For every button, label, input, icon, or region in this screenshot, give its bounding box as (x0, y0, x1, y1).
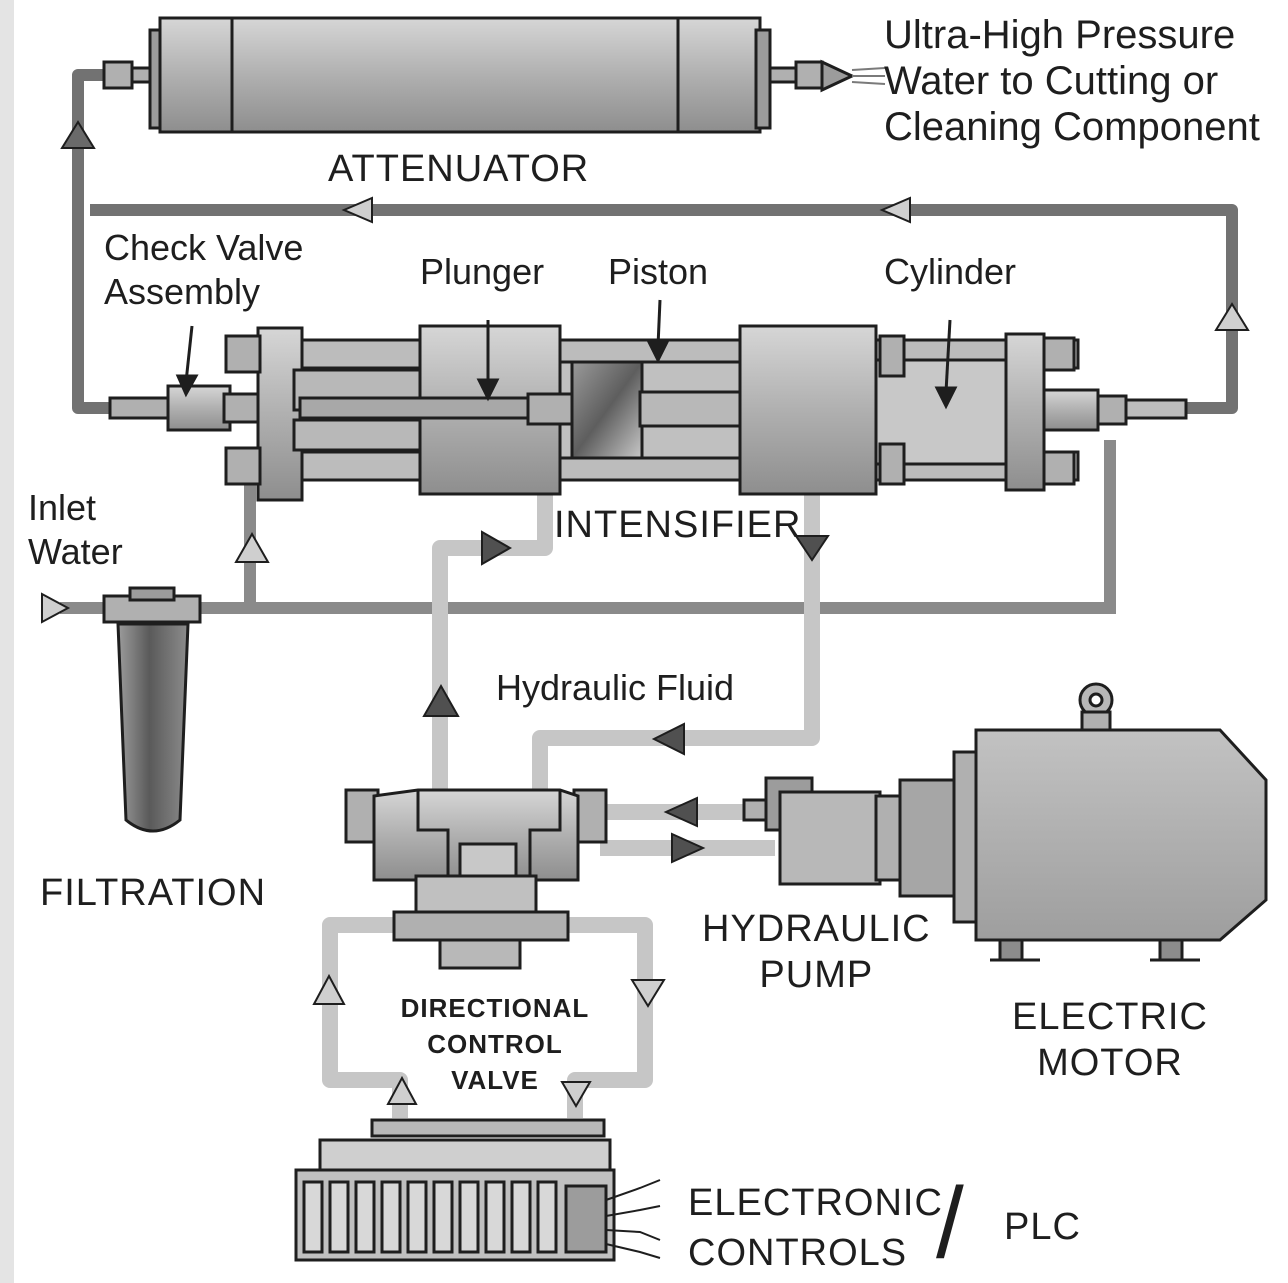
electric-motor-label-line: ELECTRIC (1012, 996, 1208, 1038)
center-block (738, 324, 878, 496)
plunger-label: Plunger (420, 251, 545, 292)
check-valve-label-line: Check Valve (104, 227, 304, 268)
flow-arrows (41, 120, 1250, 1108)
filtration-label: FILTRATION (40, 872, 267, 914)
attenuator-label: ATTENUATOR (328, 148, 590, 190)
dcv-label-line: VALVE (451, 1065, 539, 1095)
label-separator-slash: / (936, 1167, 964, 1279)
directional-control-valve (344, 788, 608, 970)
control-cables (605, 1179, 661, 1259)
callout-pointers (175, 299, 958, 410)
arrow-up-icon (234, 531, 270, 563)
inlet-main-line (60, 440, 1116, 614)
dcv-label-line: DIRECTIONAL (400, 993, 590, 1023)
output-label: Ultra-High Pressure Water to Cutting or … (884, 12, 1260, 150)
arrow-left-icon (663, 796, 698, 828)
cylinder-label: Cylinder (884, 251, 1017, 292)
dcv-label-line: CONTROL (427, 1029, 563, 1059)
hydraulic-supply-line (432, 470, 553, 790)
inlet-water-label: Inlet Water (28, 486, 123, 574)
attenuator-feed-line (72, 69, 115, 414)
arrow-left-icon (341, 196, 373, 224)
piston-label: Piston (608, 251, 709, 292)
controller-modules (302, 1180, 608, 1254)
check-valve-assembly (108, 396, 172, 420)
filter-canister (116, 622, 190, 833)
pointer-arrow-icon (646, 340, 670, 364)
arrow-left-icon (879, 196, 911, 224)
hydraulic-pump-label-line: PUMP (759, 954, 874, 996)
water-jet-spray (851, 67, 886, 85)
hydraulic-pump (742, 776, 976, 898)
arrow-up-icon (422, 683, 460, 717)
arrow-down-icon (630, 979, 666, 1008)
check-valve-label-line: Assembly (104, 271, 261, 312)
pointer-arrow-icon (934, 386, 958, 410)
electronic-controls-rack (294, 1118, 616, 1262)
arrow-down-icon (794, 535, 830, 562)
inlet-water-label-line: Inlet (28, 487, 97, 528)
arrow-up-icon (386, 1075, 418, 1105)
arrow-right-icon (41, 592, 71, 624)
output-label-line: Ultra-High Pressure (884, 13, 1236, 57)
arrow-up-icon (1214, 302, 1250, 331)
output-label-line: Water to Cutting or (884, 59, 1219, 103)
arrow-right-icon (671, 832, 706, 864)
arrow-up-icon (312, 973, 346, 1005)
filter-unit (102, 586, 202, 833)
electronic-controls-label-line: ELECTRONIC (688, 1182, 943, 1224)
piston (570, 360, 644, 460)
inlet-water-label-line: Water (28, 531, 123, 572)
output-label-line: Cleaning Component (884, 105, 1260, 149)
plc-label: PLC (1004, 1206, 1081, 1248)
electric-motor (952, 682, 1268, 962)
arrow-up-icon (60, 120, 96, 149)
nozzle-arrow-icon (820, 59, 856, 93)
directional-control-valve-label: DIRECTIONAL CONTROL VALVE (380, 990, 610, 1098)
arrow-down-icon (560, 1081, 592, 1108)
plunger-rod (298, 396, 562, 420)
electronic-controls-label: ELECTRONIC CONTROLS (688, 1180, 943, 1276)
pointer-arrow-icon (175, 374, 199, 398)
electric-motor-label-line: MOTOR (1037, 1042, 1183, 1084)
page-border (0, 0, 14, 1283)
check-valve-label: Check Valve Assembly (104, 226, 303, 314)
electric-motor-label: ELECTRIC MOTOR (1012, 994, 1208, 1086)
intensifier-label: INTENSIFIER (554, 504, 802, 546)
arrow-right-icon (481, 530, 513, 566)
pointer-arrow-icon (476, 378, 500, 402)
attenuator (102, 16, 856, 134)
hydraulic-pump-label: HYDRAULIC PUMP (702, 906, 931, 998)
hydraulic-pump-label-line: HYDRAULIC (702, 908, 931, 950)
electronic-controls-label-line: CONTROLS (688, 1232, 908, 1274)
intensifier (108, 324, 1188, 502)
arrow-left-icon (651, 722, 685, 756)
hydraulic-fluid-label: Hydraulic Fluid (496, 667, 735, 708)
